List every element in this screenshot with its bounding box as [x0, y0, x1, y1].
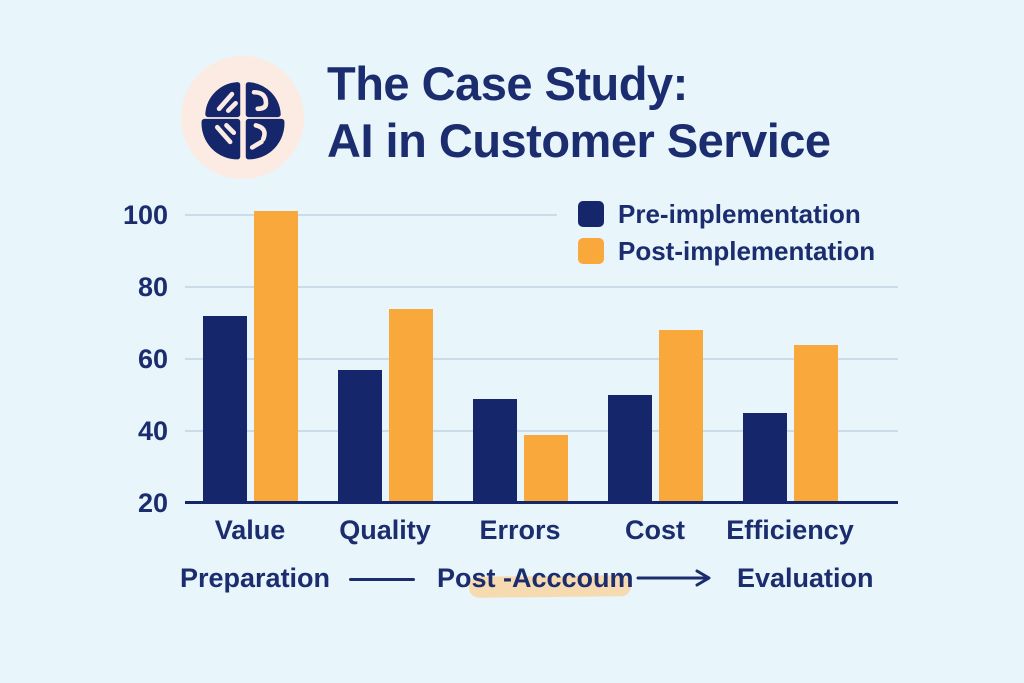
category-label-efficiency: Efficiency [726, 515, 854, 545]
legend-swatch-post [578, 238, 604, 264]
category-label-value: Value [214, 515, 286, 545]
bar-efficiency-post [793, 344, 838, 503]
bar-errors-post [523, 434, 568, 503]
flow-arrow-icon [636, 569, 711, 587]
bar-cost-pre [607, 395, 652, 503]
flow-step-preparation: Preparation [180, 563, 331, 593]
bar-value-pre [202, 315, 247, 503]
title-line-2: AI in Customer Service [327, 114, 831, 167]
gridline-100 [185, 214, 557, 216]
category-label-quality: Quality [339, 515, 431, 545]
legend-label-pre: Pre-implementation [618, 199, 861, 229]
flow-step-post-label: Post -Acccoum [437, 563, 634, 593]
flow-step-post: Post -Acccoum [437, 563, 634, 598]
y-tick-100: 100 [122, 200, 168, 230]
brain-icon [201, 81, 284, 159]
y-tick-40: 40 [137, 416, 168, 446]
category-label-errors: Errors [479, 515, 561, 545]
y-tick-60: 60 [137, 344, 168, 374]
bar-value-post [253, 211, 298, 503]
gridline-80 [185, 286, 898, 288]
page-title: The Case Study: AI in Customer Service [327, 55, 831, 169]
gridline-40 [185, 430, 898, 432]
flow-connector-line [349, 578, 415, 581]
title-line-1: The Case Study: [327, 57, 688, 110]
y-tick-20: 20 [137, 488, 168, 518]
logo-badge [181, 56, 304, 179]
bar-errors-pre [472, 398, 517, 503]
y-tick-80: 80 [137, 272, 168, 302]
legend-swatch-pre [578, 201, 604, 227]
bar-cost-post [658, 330, 703, 503]
legend-item-post: Post-implementation [578, 238, 875, 264]
legend-label-post: Post-implementation [618, 236, 876, 266]
x-axis-line [185, 501, 898, 504]
legend-item-pre: Pre-implementation [578, 201, 875, 227]
bar-efficiency-pre [742, 413, 787, 503]
flow-step-evaluation: Evaluation [737, 563, 874, 593]
category-label-cost: Cost [625, 515, 685, 545]
bar-quality-pre [337, 369, 382, 503]
gridline-60 [185, 358, 898, 360]
bar-quality-post [388, 308, 433, 503]
